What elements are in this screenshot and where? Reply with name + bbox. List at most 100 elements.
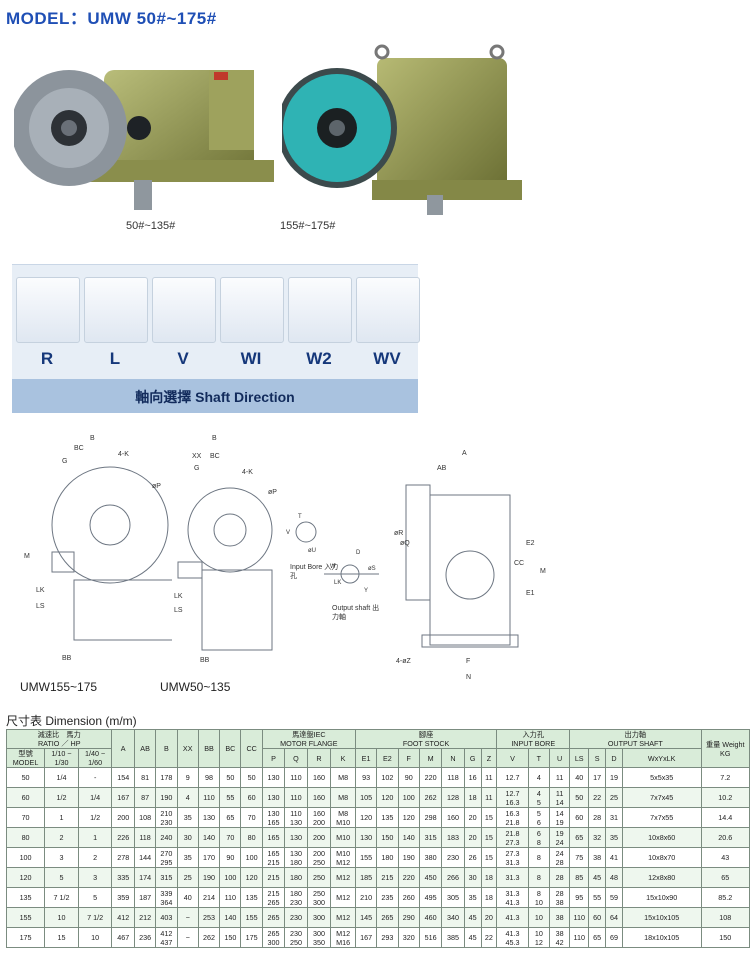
- table-cell: 35: [463, 887, 482, 908]
- table-cell: 359: [111, 887, 135, 908]
- table-cell: 385: [441, 927, 465, 948]
- dim-label: LK: [334, 580, 341, 586]
- header-r: R: [306, 748, 332, 768]
- table-cell: 185: [354, 867, 378, 888]
- table-cell: 118: [133, 827, 157, 848]
- header-bb: BB: [197, 729, 221, 768]
- table-cell: 100: [5, 847, 46, 868]
- header-bc: BC: [219, 729, 242, 768]
- table-cell: 65: [219, 807, 242, 828]
- table-cell: 128: [441, 787, 465, 808]
- table-cell: 70: [240, 807, 263, 828]
- table-cell: 35: [605, 827, 623, 848]
- table-cell: 150: [219, 927, 242, 948]
- table-cell: 175: [5, 927, 46, 948]
- table-cell: 235: [376, 887, 399, 908]
- header-b: B: [155, 729, 178, 768]
- table-cell: 3: [44, 847, 79, 868]
- table-cell: 160: [306, 787, 332, 808]
- shaft-wi-thumbnail: [220, 277, 284, 343]
- table-cell: 298: [418, 807, 443, 828]
- table-cell: 403: [155, 907, 178, 928]
- shaft-label-w2: W2: [306, 349, 332, 368]
- table-cell: 155: [240, 907, 263, 928]
- table-cell: M12: [330, 887, 356, 908]
- table-cell: 35: [176, 807, 199, 828]
- table-cell: 7 1/2: [44, 887, 79, 908]
- table-cell: 40: [176, 887, 199, 908]
- table-cell: 18: [480, 887, 498, 908]
- table-cell: 230: [284, 907, 308, 928]
- table-cell: 220: [418, 767, 443, 788]
- shaft-wv-thumbnail: [356, 277, 420, 343]
- table-cell: 120: [240, 867, 263, 888]
- table-cell: 60: [240, 787, 263, 808]
- dim-label: LK: [174, 593, 183, 600]
- table-cell: 335: [111, 867, 135, 888]
- table-cell: M8: [330, 767, 356, 788]
- table-cell: 144: [133, 847, 157, 868]
- table-cell: 18: [480, 867, 498, 888]
- header-z: Z: [480, 748, 498, 768]
- table-cell: 28: [588, 807, 607, 828]
- table-cell: 15: [480, 827, 498, 848]
- drawing-bore-shaft: T V øU D W LK øS Y: [286, 514, 379, 594]
- table-cell: 110: [284, 787, 308, 808]
- table-cell: 25: [605, 787, 623, 808]
- header-p: P: [261, 748, 286, 768]
- table-cell: 80: [5, 827, 46, 848]
- header-s: S: [588, 748, 607, 768]
- dim-label: N: [466, 674, 471, 681]
- table-cell: 120: [397, 807, 420, 828]
- table-cell: 140: [219, 907, 242, 928]
- table-cell: 100: [397, 787, 420, 808]
- dim-label: 4-øZ: [396, 658, 412, 665]
- dim-label: øQ: [400, 540, 410, 547]
- table-cell: 135: [376, 807, 399, 828]
- table-cell: 10: [44, 907, 79, 928]
- table-cell: 7.2: [700, 767, 750, 788]
- table-cell: 212: [133, 907, 157, 928]
- gearbox-photo-small: [14, 70, 274, 210]
- header-m: M: [418, 748, 443, 768]
- table-cell: 10.2: [700, 787, 750, 808]
- shaft-label-r: R: [40, 349, 54, 368]
- dim-label: øP: [152, 483, 161, 490]
- table-cell: 108: [700, 907, 750, 928]
- table-cell: 11: [480, 787, 498, 808]
- header-ratio1: 1/10 ~ 1/30: [44, 748, 79, 768]
- dim-label: LK: [36, 587, 45, 594]
- header-t: T: [527, 748, 551, 768]
- table-cell: 50: [5, 767, 46, 788]
- dim-label: F: [466, 658, 470, 665]
- shaft-direction-panel: R L V WI W2 WV 軸向選擇 Shaft Direction: [12, 264, 420, 413]
- dim-label: G: [194, 465, 199, 472]
- dim-label: øS: [368, 566, 376, 572]
- table-cell: 108: [133, 807, 157, 828]
- input-bore-label: Input Bore 入力孔: [290, 564, 339, 580]
- table-cell: 16: [463, 767, 482, 788]
- dim-label: AB: [437, 465, 447, 472]
- table-cell: 305: [441, 887, 465, 908]
- table-cell: 12x8x80: [621, 867, 702, 888]
- table-cell: 110: [219, 887, 242, 908]
- table-cell: 10x8x70: [621, 847, 702, 868]
- drawing-front-view: A AB øR øQ CC E2 E1 M F N 4-øZ: [394, 450, 546, 681]
- table-cell: 266: [441, 867, 465, 888]
- header-q: Q: [284, 748, 308, 768]
- table-cell: 265: [261, 907, 286, 928]
